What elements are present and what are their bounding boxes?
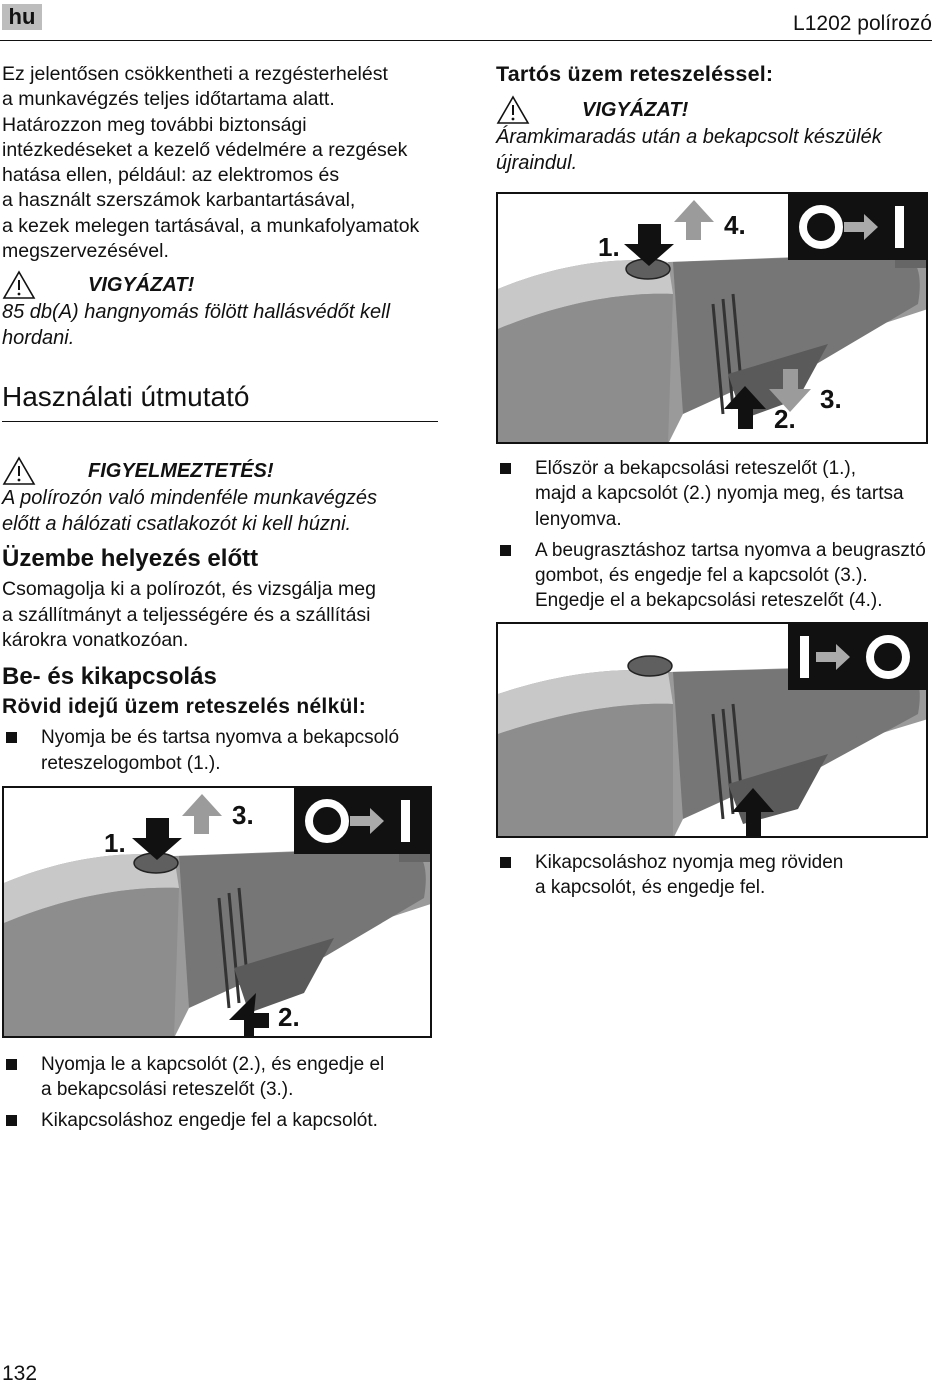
text-line: lenyomva. bbox=[535, 508, 622, 530]
text-line: a munkavégzés teljes időtartama alatt. bbox=[2, 88, 335, 111]
caution-heading: VIGYÁZAT! bbox=[2, 270, 442, 300]
text-line: Először a bekapcsolási reteszelőt (1.), bbox=[535, 458, 857, 479]
bullet-square-icon bbox=[6, 732, 17, 744]
text-line: A polírozón való mindenféle munkavégzés bbox=[2, 487, 378, 510]
bullet-square-icon bbox=[500, 463, 511, 474]
text-line: majd a kapcsolót (2.) nyomja meg, és tar… bbox=[535, 483, 904, 505]
figure-switch-short-operation: 1. 2. 3. bbox=[2, 785, 432, 1038]
text-line: előtt a hálózati csatlakozót ki kell húz… bbox=[2, 512, 352, 535]
list-item-text: A beugrasztáshoz tartsa nyomva a beugras… bbox=[535, 538, 926, 614]
caution-title: VIGYÁZAT! bbox=[582, 98, 689, 121]
right-column: Tartós üzem reteszeléssel: VIGYÁZAT! Ára… bbox=[496, 62, 936, 900]
callout-label-3: 3. bbox=[232, 800, 254, 830]
bullet-square-icon bbox=[500, 856, 511, 868]
callout-label-1: 1. bbox=[598, 232, 620, 262]
subheading-short-operation: Rövid idejű üzem reteszelés nélkül: bbox=[2, 695, 367, 719]
list-item: A beugrasztáshoz tartsa nyomva a beugras… bbox=[496, 538, 936, 614]
text-line: a kezek melegen tartásával, a munkafolya… bbox=[2, 214, 420, 237]
polisher-handle-illustration: 1. 2. 3. 4. bbox=[498, 194, 926, 442]
text-line: Kikapcsoláshoz nyomja meg röviden bbox=[535, 851, 844, 873]
warning-triangle-icon bbox=[2, 270, 36, 300]
list-item: Nyomja be és tartsa nyomva a bekapcsoló … bbox=[2, 725, 442, 776]
text-line: Határozzon meg további biztonsági bbox=[2, 113, 307, 136]
warning-heading: FIGYELMEZTETÉS! bbox=[2, 456, 442, 486]
list-item-text: Kikapcsoláshoz engedje fel a kapcsolót. bbox=[41, 1110, 378, 1132]
left-column: Ez jelentősen csökkentheti a rezgésterhe… bbox=[2, 62, 442, 1134]
figure-switch-off bbox=[496, 621, 928, 838]
text-line: gombot, és engedje fel a kapcsolót (3.). bbox=[535, 565, 868, 587]
caution-text: 85 db(A) hangnyomás fölött hallásvédőt k… bbox=[2, 300, 442, 351]
bullet-square-icon bbox=[6, 1058, 17, 1070]
text-line: károkra vonatkozóan. bbox=[2, 628, 189, 651]
polisher-handle-illustration: 1. 2. 3. bbox=[4, 787, 430, 1036]
text-line: hordani. bbox=[2, 326, 75, 349]
list-item: Kikapcsoláshoz engedje fel a kapcsolót. bbox=[2, 1108, 442, 1133]
text-line: a kapcsolót, és engedje fel. bbox=[535, 877, 766, 899]
text-line: 85 db(A) hangnyomás fölött hallásvédőt k… bbox=[2, 301, 391, 324]
text-line: a használt szerszámok karbantartásával, bbox=[2, 189, 356, 212]
warning-triangle-icon bbox=[2, 456, 36, 486]
text-line: megszervezésével. bbox=[2, 240, 169, 263]
text-line: a szállítmányt a teljességére és a száll… bbox=[2, 603, 371, 626]
text-line: Ez jelentősen csökkentheti a rezgésterhe… bbox=[2, 63, 388, 85]
list-item-text: Kikapcsoláshoz nyomja meg röviden a kapc… bbox=[535, 850, 843, 901]
subheading-continuous-operation: Tartós üzem reteszeléssel: bbox=[496, 62, 774, 86]
callout-label-4: 4. bbox=[724, 210, 746, 240]
text-line: a bekapcsolási reteszelőt (3.). bbox=[41, 1079, 294, 1101]
caution-text: Áramkimaradás után a bekapcsolt készülék… bbox=[496, 125, 936, 176]
text-line: A beugrasztáshoz tartsa nyomva a beugras… bbox=[535, 539, 926, 561]
warning-triangle-icon bbox=[496, 95, 530, 124]
section-heading-instructions: Használati útmutató bbox=[2, 381, 438, 423]
header-divider bbox=[0, 40, 932, 41]
list-item-text: Nyomja le a kapcsolót (2.), és engedje e… bbox=[41, 1052, 384, 1103]
before-use-paragraph: Csomagolja ki a polírozót, és vizsgálja … bbox=[2, 577, 442, 653]
text-line: Nyomja le a kapcsolót (2.), és engedje e… bbox=[41, 1053, 385, 1075]
list-item-text: Először a bekapcsolási reteszelőt (1.), … bbox=[535, 456, 904, 532]
intro-paragraph: Ez jelentősen csökkentheti a rezgésterhe… bbox=[2, 62, 442, 264]
figure-switch-continuous-on: 1. 2. 3. 4. bbox=[496, 192, 928, 444]
list-item: Kikapcsoláshoz nyomja meg röviden a kapc… bbox=[496, 850, 936, 901]
text-line: hatása ellen, például: az elektromos és bbox=[2, 164, 340, 187]
section-heading-before-use: Üzembe helyezés előtt bbox=[2, 545, 259, 573]
text-line: reteszelogombot (1.). bbox=[41, 752, 221, 774]
page-number: 132 bbox=[2, 1362, 38, 1385]
callout-label-2: 2. bbox=[278, 1002, 300, 1032]
list-item: Először a bekapcsolási reteszelőt (1.), … bbox=[496, 456, 936, 532]
text-line: újraindul. bbox=[496, 151, 578, 174]
language-badge: hu bbox=[2, 4, 42, 30]
section-heading-switching: Be- és kikapcsolás bbox=[2, 663, 217, 691]
header-title: L1202 polírozó bbox=[793, 12, 932, 35]
text-line: intézkedéseket a kezelő védelmére a rezg… bbox=[2, 138, 408, 161]
text-line: Csomagolja ki a polírozót, és vizsgálja … bbox=[2, 578, 376, 601]
callout-label-2: 2. bbox=[774, 404, 796, 434]
warning-text: A polírozón való mindenféle munkavégzés … bbox=[2, 486, 442, 537]
callout-label-3: 3. bbox=[820, 384, 842, 414]
text-line: Nyomja be és tartsa nyomva a bekapcsoló bbox=[41, 727, 400, 749]
caution-title: VIGYÁZAT! bbox=[88, 273, 195, 296]
warning-title: FIGYELMEZTETÉS! bbox=[88, 459, 274, 482]
callout-label-1: 1. bbox=[104, 828, 126, 858]
polisher-handle-illustration bbox=[498, 623, 926, 836]
list-item-text: Nyomja be és tartsa nyomva a bekapcsoló … bbox=[41, 725, 399, 776]
text-line: Engedje el a bekapcsolási reteszelőt (4.… bbox=[535, 590, 883, 612]
bullet-square-icon bbox=[6, 1115, 17, 1127]
text-line: Áramkimaradás után a bekapcsolt készülék bbox=[496, 126, 882, 148]
caution-heading: VIGYÁZAT! bbox=[496, 95, 936, 125]
list-item: Nyomja le a kapcsolót (2.), és engedje e… bbox=[2, 1052, 442, 1103]
bullet-square-icon bbox=[500, 544, 511, 556]
